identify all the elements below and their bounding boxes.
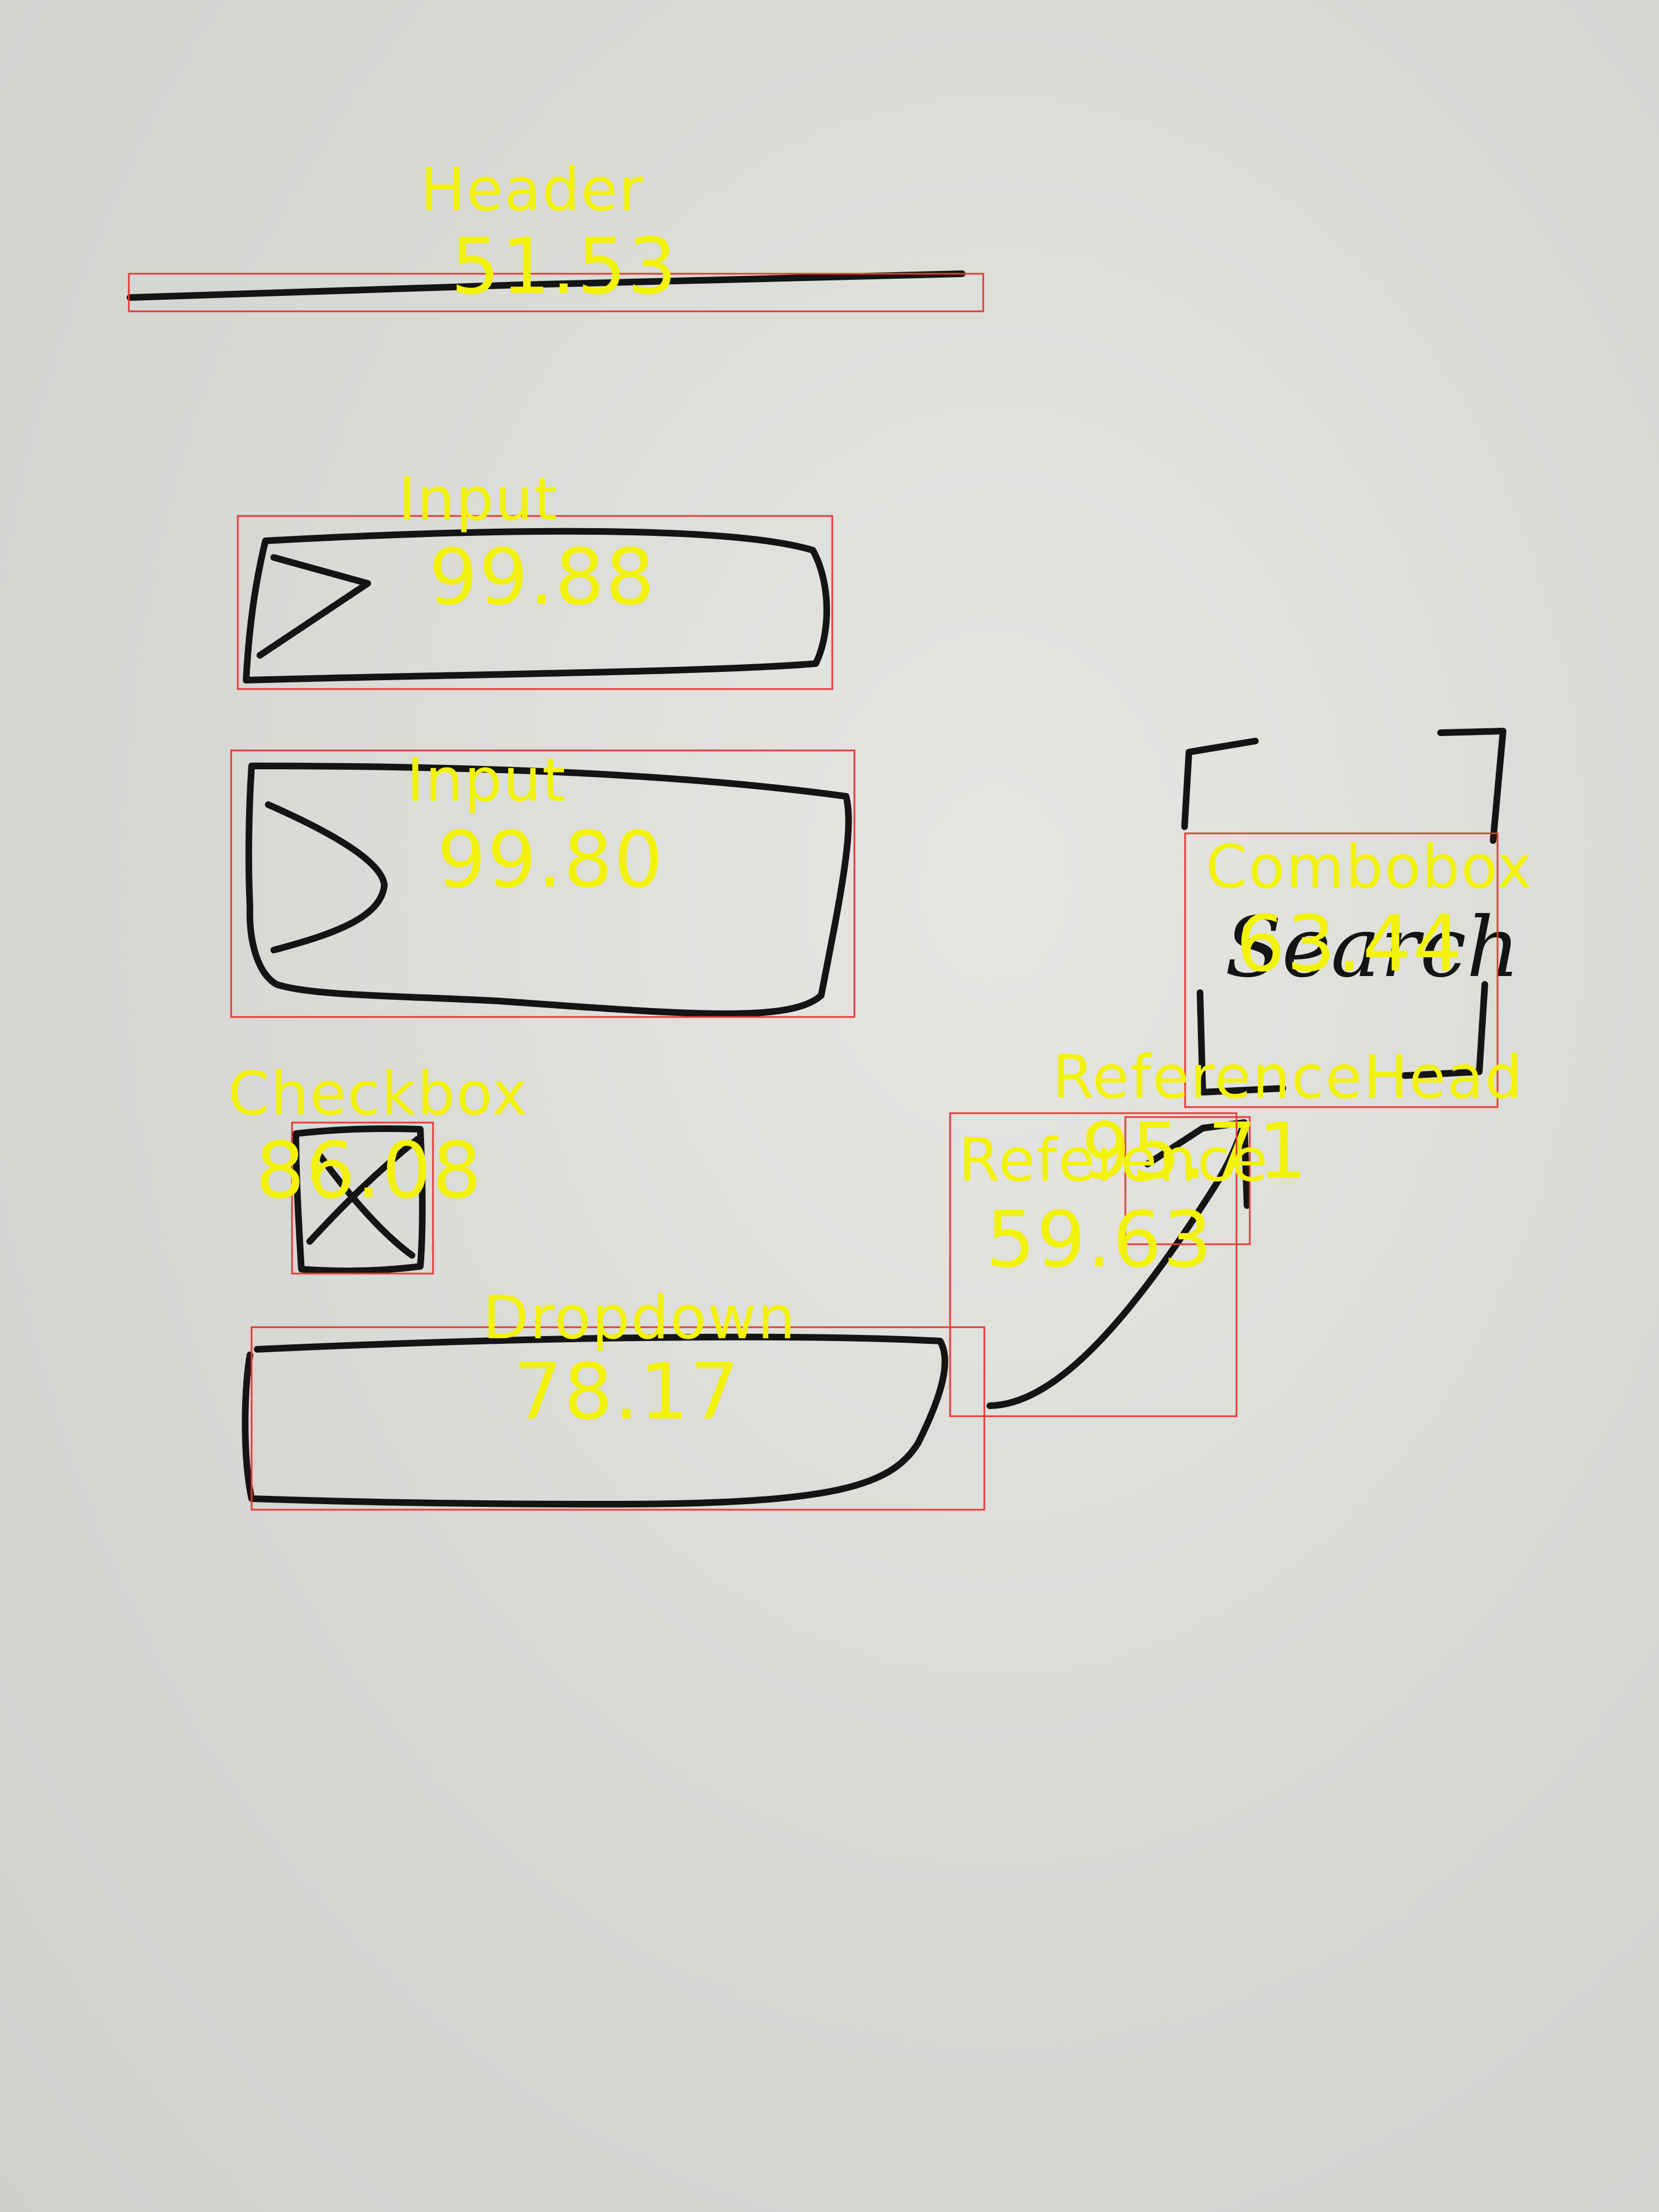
- header-line-sketch: [127, 270, 966, 301]
- detection-label: Input: [398, 465, 559, 534]
- combobox-bracket-bottom-right: [1401, 981, 1488, 1079]
- detection-box: [291, 1121, 434, 1275]
- combobox-bracket-bottom-left: [1197, 989, 1286, 1095]
- checkbox-x-mark: [306, 1136, 421, 1259]
- detection-score: 51.53: [451, 222, 678, 312]
- detection-label: Combobox: [1206, 833, 1533, 902]
- detection-score: 78.17: [513, 1347, 740, 1437]
- detection-box: [1184, 832, 1499, 1108]
- detection-score: 63.44: [1236, 899, 1463, 989]
- combobox-search-text: Search: [1225, 900, 1520, 996]
- detection-label: Checkbox: [228, 1060, 528, 1129]
- reference-arrow-head: [1144, 1119, 1250, 1209]
- detection-score: 99.80: [437, 815, 664, 905]
- detection-box: [949, 1112, 1238, 1417]
- detection-box: [237, 515, 833, 690]
- detection-score: 95.71: [1081, 1107, 1308, 1197]
- detection-reference: Reference 59.63: [949, 1112, 1269, 1417]
- detection-input-2: Input 99.80: [230, 746, 855, 1018]
- checkbox-sketch: [293, 1125, 426, 1275]
- detection-checkbox: Checkbox 86.08: [228, 1060, 528, 1275]
- combobox-bracket-top-right: [1437, 728, 1506, 844]
- ink-layer: Search: [127, 270, 1520, 1507]
- detection-box: [230, 749, 855, 1018]
- detection-box: [128, 273, 984, 312]
- reference-arrow-sketch: [987, 1119, 1248, 1409]
- combobox-bracket-top-left: [1181, 738, 1259, 830]
- detection-input-1: Input 99.88: [237, 465, 833, 690]
- detection-dropdown: Dropdown 78.17: [251, 1284, 985, 1511]
- detection-box: [1124, 1116, 1251, 1245]
- input-1-sketch: [243, 528, 830, 684]
- detection-score: 59.63: [986, 1195, 1213, 1285]
- detection-label: ReferenceHead: [1052, 1043, 1524, 1112]
- detection-reference-head: ReferenceHead 95.71: [1052, 1043, 1524, 1245]
- input-2-sketch: [245, 763, 852, 1018]
- detection-header: Header 51.53: [128, 155, 984, 312]
- input-2-play-icon: [265, 801, 388, 953]
- detection-score: 86.08: [255, 1126, 483, 1216]
- detection-label: Header: [420, 155, 644, 225]
- detection-combobox: Combobox 63.44: [1184, 832, 1533, 1108]
- detection-label: Input: [406, 746, 567, 815]
- detection-score: 99.88: [429, 533, 656, 623]
- detections-overlay: Header 51.53 Input 99.88 Input 99.80 Com…: [128, 155, 1533, 1511]
- dropdown-sketch: [242, 1333, 948, 1507]
- detection-box: [251, 1326, 985, 1511]
- input-1-play-icon: [257, 554, 371, 659]
- detection-label: Dropdown: [483, 1284, 796, 1353]
- detection-label: Reference: [958, 1126, 1269, 1195]
